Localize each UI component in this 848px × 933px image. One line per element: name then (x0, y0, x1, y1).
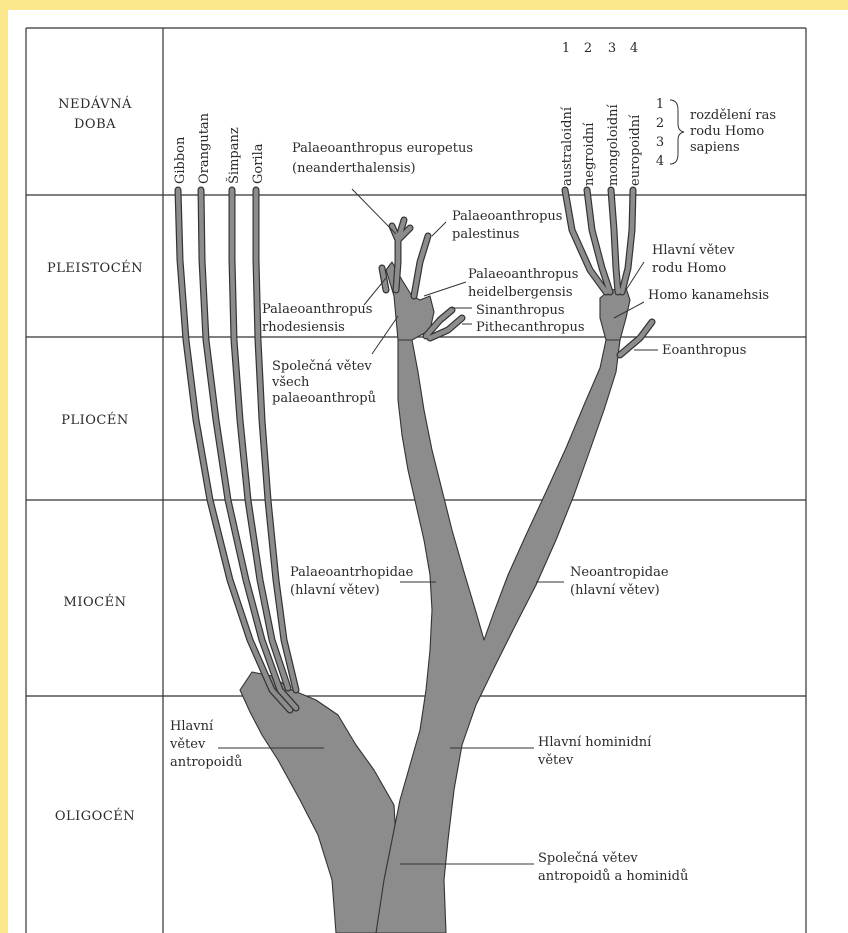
legend-number-2: 2 (656, 116, 664, 131)
hominid-trunk (376, 340, 620, 933)
label-palaeo-main-line2: (hlavní větev) (290, 583, 380, 598)
ape-lineages (178, 190, 296, 710)
leader-common-palaeo (372, 316, 398, 354)
leader-heidelberg (424, 282, 466, 296)
leader-palestinus (432, 222, 446, 236)
anthropoid-branch (240, 672, 396, 933)
label-neo-main-line1: Neoantropidae (570, 565, 669, 580)
race-number-1: 1 (562, 41, 570, 56)
leader-rhodesiensis (364, 278, 386, 305)
label-eoanthropus: Eoanthropus (662, 343, 746, 358)
era-miocene: MIOCÉN (64, 594, 127, 610)
label-palestinus-line1: Palaeoanthropus (452, 209, 562, 224)
label-europetus-line1: Palaeoanthropus europetus (292, 141, 473, 156)
label-anthropoid-line1: Hlavní (170, 719, 214, 734)
era-oligocene: OLIGOCÉN (55, 808, 135, 824)
race-label-negroid: negroidní (582, 122, 597, 186)
label-common-palaeo-line2: všech (271, 375, 310, 390)
race-label-mongoloid: mongoloidní (606, 103, 621, 186)
label-heidelberg-line2: heidelbergensis (468, 285, 573, 300)
label-hominid-line2: větev (537, 753, 574, 768)
leader-europetus (352, 189, 396, 234)
era-pleistocene: PLEISTOCÉN (47, 260, 143, 276)
label-anthropoid-line2: větev (169, 737, 206, 752)
race-number-3: 3 (608, 41, 616, 56)
legend-number-4: 4 (656, 154, 664, 169)
legend-brace (670, 100, 684, 164)
label-common-line1: Společná větev (538, 851, 638, 866)
label-homo-main-line1: Hlavní větev (652, 243, 735, 258)
label-neo-main-line2: (hlavní větev) (570, 583, 660, 598)
label-hominid-line1: Hlavní hominidní (538, 735, 652, 750)
legend-text-line3: sapiens (690, 140, 740, 155)
label-europetus-line2: (neanderthalensis) (292, 161, 416, 176)
era-recent-line1: NEDÁVNÁ (58, 96, 132, 112)
label-common-palaeo-line1: Společná větev (272, 359, 372, 374)
label-kanam: Homo kanamehsis (648, 288, 769, 303)
race-label-europoid: europoidní (628, 114, 643, 186)
race-number-2: 2 (584, 41, 592, 56)
legend-text-line2: rodu Homo (690, 124, 764, 139)
race-number-4: 4 (630, 41, 638, 56)
label-common-palaeo-line3: palaeoanthropů (272, 390, 376, 406)
era-recent-line2: DOBA (74, 117, 116, 132)
palaeo-stem (386, 262, 434, 340)
homo-stem (600, 288, 630, 340)
label-palestinus-line2: palestinus (452, 227, 519, 242)
label-rhodesiensis-line1: Palaeoanthropus (262, 302, 372, 317)
label-homo-main-line2: rodu Homo (652, 261, 726, 276)
race-label-australoid: australoidní (560, 106, 575, 186)
legend-text-line1: rozdělení ras (690, 108, 776, 123)
era-pliocene: PLIOCÉN (61, 412, 128, 428)
label-pithecanthropus: Pithecanthropus (476, 320, 585, 335)
ape-label-chimpanzee: Šimpanz (225, 127, 242, 184)
label-common-line2: antropoidů a hominidů (538, 868, 688, 884)
label-sinanthropus: Sinanthropus (476, 303, 565, 318)
label-rhodesiensis-line2: rhodesiensis (262, 320, 345, 335)
legend-number-3: 3 (656, 135, 664, 150)
ape-label-gibbon: Gibbon (173, 136, 188, 184)
ape-label-gorilla: Gorila (251, 143, 266, 184)
legend-number-1: 1 (656, 97, 664, 112)
label-palaeo-main-line1: Palaeoantrhopidae (290, 565, 414, 580)
label-heidelberg-line1: Palaeoanthropus (468, 267, 578, 282)
ape-label-orangutan: Orangutan (197, 112, 212, 184)
label-anthropoid-line3: antropoidů (170, 754, 242, 770)
